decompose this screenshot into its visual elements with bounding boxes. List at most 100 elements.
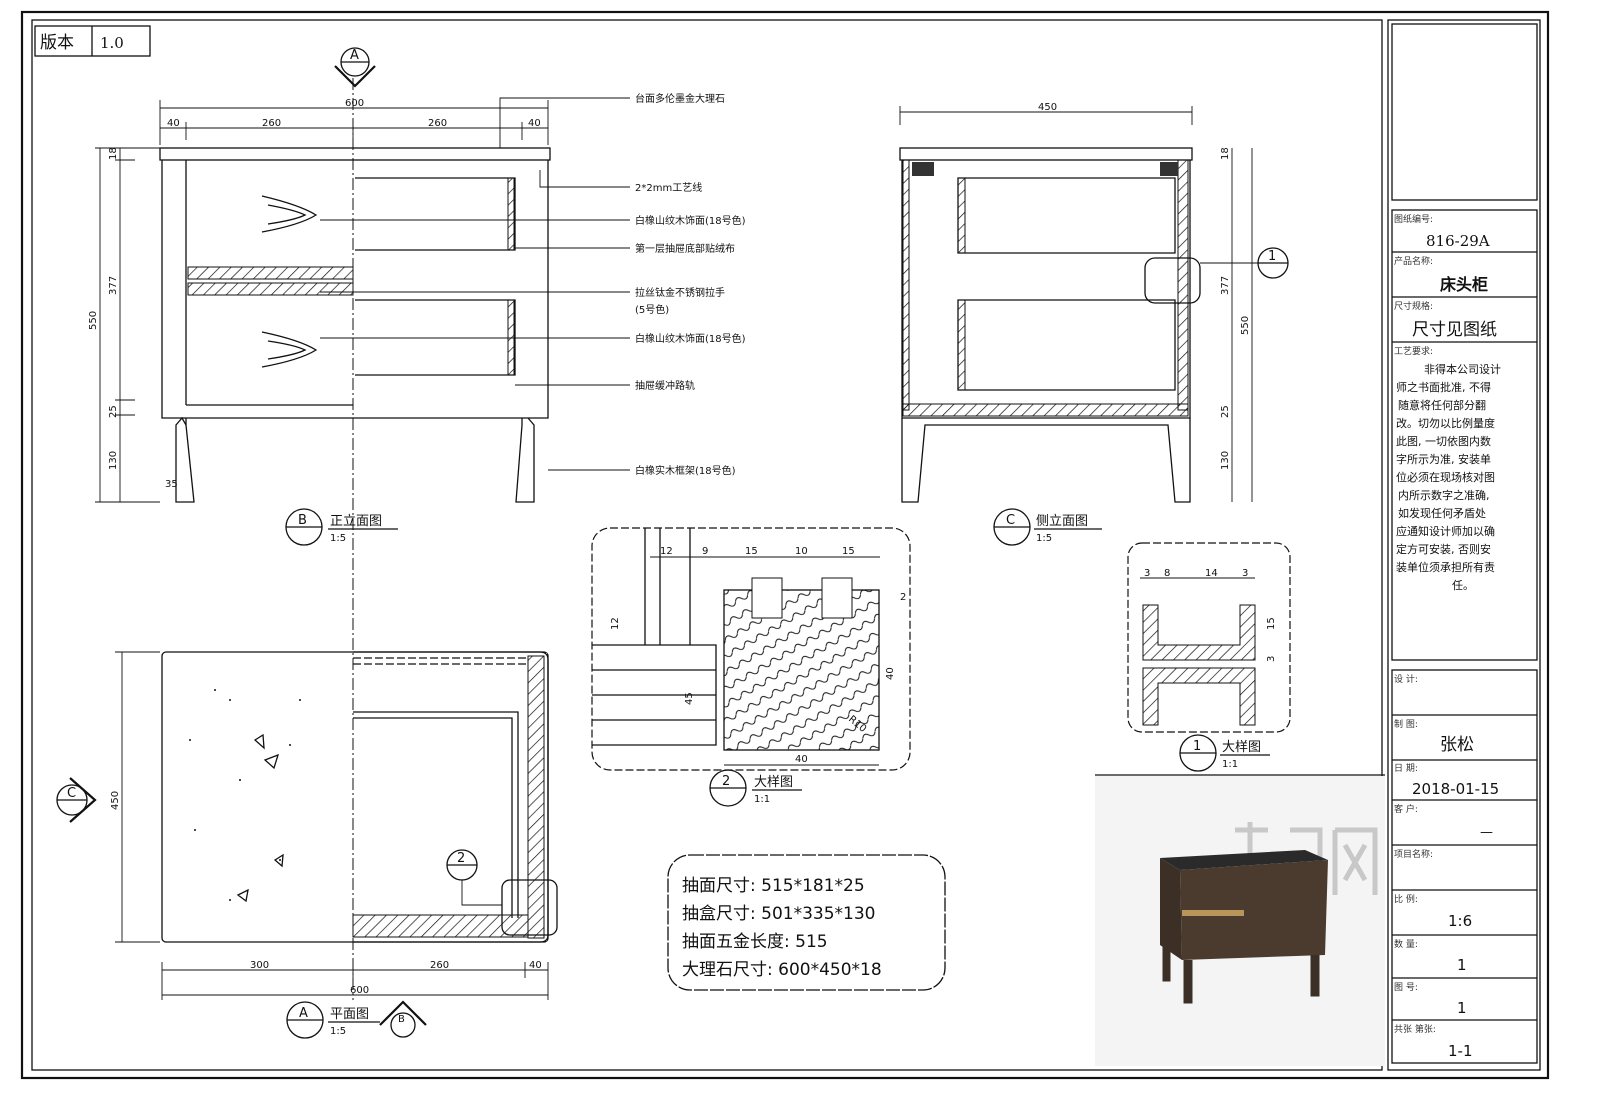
outer-frame [20,10,1550,1080]
svg-text:装单位须承担所有责: 装单位须承担所有责 [1396,560,1495,574]
svg-text:A: A [350,48,359,63]
sheet-count: 1-1 [1448,1042,1473,1060]
svg-text:1: 1 [1193,739,1201,754]
callout-region-1 [1144,257,1201,304]
svg-text:内所示数字之准确,: 内所示数字之准确, [1398,488,1490,502]
svg-text:130: 130 [1220,451,1231,470]
drafter-name: 张松 [1440,735,1474,755]
svg-text:如发现任何矛盾处: 如发现任何矛盾处 [1398,506,1486,520]
annotation: 台面多伦墨金大理石 [635,92,725,105]
svg-text:15: 15 [745,546,758,557]
note: 大理石尺寸: 600*450*18 [682,960,882,980]
svg-text:—: — [1480,825,1493,840]
annotation: (5号色) [635,303,669,316]
svg-text:侧立面图: 侧立面图 [1036,514,1088,529]
svg-text:C: C [1006,513,1015,528]
detail-1: 3 8 14 3 15 3 1 大样图 1:1 [1127,542,1291,772]
svg-text:600: 600 [350,985,369,996]
annotation: 白橡山纹木饰面(18号色) [635,214,746,227]
note: 抽面五金长度: 515 [682,932,828,952]
svg-text:改。切勿以比例量度: 改。切勿以比例量度 [1396,416,1495,430]
svg-text:1: 1 [1268,249,1276,264]
svg-text:1:1: 1:1 [1222,759,1238,770]
version-value: 1.0 [100,34,124,52]
annotation: 拉丝钛金不锈钢拉手 [635,286,725,299]
svg-text:260: 260 [428,118,447,129]
annotation: 白橡山纹木饰面(18号色) [635,332,746,345]
svg-text:1:5: 1:5 [1036,533,1052,544]
svg-text:客 户:: 客 户: [1394,803,1418,815]
svg-text:2: 2 [900,592,906,603]
svg-text:14: 14 [1205,568,1218,579]
svg-text:130: 130 [108,451,119,470]
svg-text:8: 8 [1164,568,1170,579]
svg-text:1:5: 1:5 [330,533,346,544]
view-label-detail-1: 1 大样图 1:1 [1179,734,1270,772]
svg-text:260: 260 [262,118,281,129]
svg-text:450: 450 [110,791,121,810]
annotation: 白橡实木框架(18号色) [635,464,736,477]
svg-text:260: 260 [430,960,449,971]
version-label: 版本 [40,33,74,53]
svg-text:40: 40 [795,754,808,765]
svg-text:师之书面批准, 不得: 师之书面批准, 不得 [1396,380,1491,394]
product-name: 床头柜 [1440,275,1488,294]
svg-text:定方可安装, 否则安: 定方可安装, 否则安 [1396,542,1491,556]
svg-text:40: 40 [528,118,541,129]
stone-speckles [189,689,301,901]
svg-text:1:1: 1:1 [754,794,770,805]
svg-text:数 量:: 数 量: [1394,938,1418,950]
front-view: A 600 40 260 260 40 550 18 377 25 130 35 [88,47,746,1000]
svg-text:550: 550 [1240,316,1251,335]
wood-grain-symbol [261,331,318,368]
svg-text:字所示为准, 安装单: 字所示为准, 安装单 [1396,452,1491,466]
svg-text:3: 3 [1266,656,1277,662]
svg-text:377: 377 [108,276,119,295]
wood-grain-symbol [261,195,318,233]
size-spec: 尺寸见图纸 [1412,320,1497,340]
svg-text:12: 12 [610,617,621,630]
svg-text:18: 18 [1220,147,1231,160]
svg-text:此图, 一切依图内数: 此图, 一切依图内数 [1396,434,1491,448]
quantity: 1 [1457,956,1467,974]
svg-text:比 例:: 比 例: [1394,893,1418,905]
svg-text:平面图: 平面图 [330,1007,369,1022]
view-label-detail-2: 2 大样图 1:1 [709,769,802,807]
craft-requirements: 非得本公司设计 师之书面批准, 不得 随意将任何部分翻 改。切勿以比例量度 此图… [1396,362,1501,592]
svg-text:25: 25 [108,405,119,418]
svg-text:10: 10 [795,546,808,557]
view-label-side: C 侧立面图 1:5 [993,508,1102,546]
sheet-number: 1 [1457,999,1467,1017]
svg-text:3: 3 [1144,568,1150,579]
annotation: 抽屉缓冲路轨 [635,379,695,392]
plan-view: 2 300 260 40 600 450 C A 平面图 1:5 B [56,651,558,1039]
drawing-number: 816-29A [1426,232,1490,250]
svg-text:位必须在现场核对图: 位必须在现场核对图 [1396,470,1495,484]
svg-text:15: 15 [1266,617,1277,630]
side-view: 450 1 18 377 25 130 550 C 侧立面图 1:5 [899,102,1289,546]
view-label-front: B 正立面图 1:5 [285,508,398,546]
scale: 1:6 [1448,912,1472,930]
svg-text:随意将任何部分翻: 随意将任何部分翻 [1398,398,1486,412]
annotation: 第一层抽屉底部贴绒布 [635,242,735,255]
svg-text:12: 12 [660,546,673,557]
svg-text:18: 18 [108,147,119,160]
svg-text:B: B [398,1014,405,1025]
detail-2: 12 9 15 10 15 12 45 2 40 40 R10 2 大样图 1:… [591,527,911,807]
svg-text:图 号:: 图 号: [1394,982,1418,993]
view-label-plan: A 平面图 1:5 B [286,1000,427,1039]
handle [187,266,354,280]
svg-text:300: 300 [250,960,269,971]
svg-text:大样图: 大样图 [754,775,793,790]
svg-text:C: C [67,786,76,801]
svg-text:任。: 任。 [1452,579,1474,592]
svg-text:25: 25 [1220,405,1231,418]
section-marker-c: C [56,777,97,823]
svg-text:40: 40 [529,960,542,971]
svg-text:B: B [298,513,307,528]
leg [175,416,195,503]
date: 2018-01-15 [1412,780,1499,798]
svg-text:1:5: 1:5 [330,1026,346,1037]
drawing-frame [31,19,1383,1071]
